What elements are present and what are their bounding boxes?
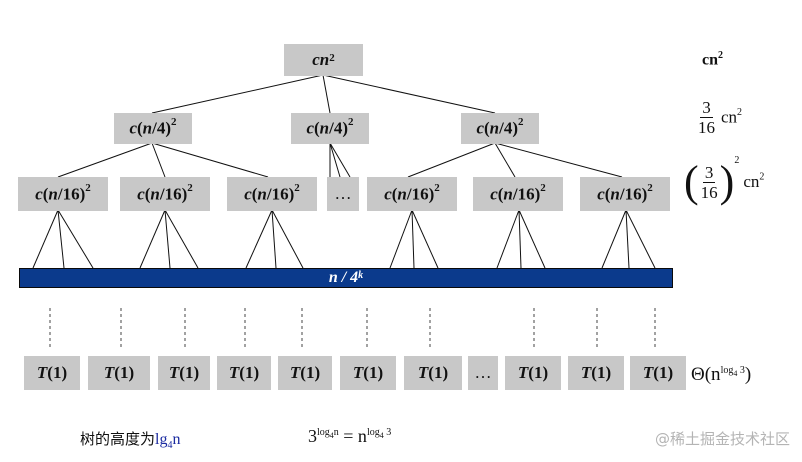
identity-formula: 3log4n = nlog4 3 xyxy=(308,426,392,446)
leaf-node: T(1) xyxy=(217,356,271,390)
leaf-node: T(1) xyxy=(505,356,561,390)
leaf-node: T(1) xyxy=(24,356,80,390)
leaf-node: T(1) xyxy=(340,356,396,390)
watermark: @稀土掘金技术社区 xyxy=(654,430,790,448)
level1-node-left: c(n/4)2 xyxy=(114,113,192,144)
leaf-node: T(1) xyxy=(404,356,462,390)
leaf-node: T(1) xyxy=(88,356,150,390)
cost-level0: cn2 xyxy=(702,50,723,69)
level2-node: c(n/16)2 xyxy=(473,177,563,211)
level2-node: c(n/16)2 xyxy=(227,177,317,211)
level2-ellipsis: … xyxy=(327,177,359,211)
tree-height-note: 树的高度为lg4n xyxy=(80,430,181,452)
leaf-node: T(1) xyxy=(630,356,686,390)
leaf-node: T(1) xyxy=(158,356,210,390)
level2-node: c(n/16)2 xyxy=(580,177,670,211)
leaf-ellipsis: … xyxy=(468,356,498,390)
level1-node-right: c(n/4)2 xyxy=(461,113,539,144)
cost-leaves: Θ(nlog4 3) xyxy=(691,364,752,385)
level2-node: c(n/16)2 xyxy=(120,177,210,211)
leaf-node: T(1) xyxy=(568,356,624,390)
level2-node: c(n/16)2 xyxy=(367,177,457,211)
level1-node-middle: c(n/4)2 xyxy=(291,113,369,144)
level2-node: c(n/16)2 xyxy=(18,177,108,211)
leaf-node: T(1) xyxy=(278,356,332,390)
